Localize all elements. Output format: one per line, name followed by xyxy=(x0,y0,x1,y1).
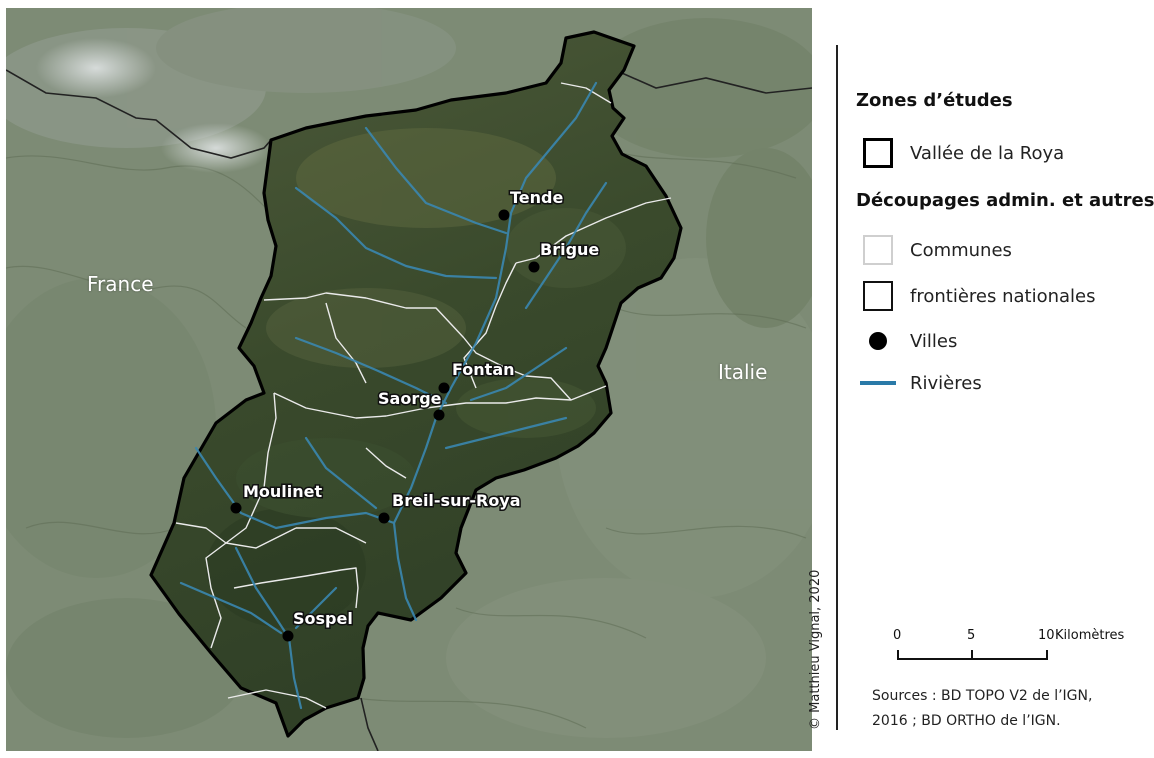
legend-section-zones: Zones d’études xyxy=(856,90,1013,111)
legend-label-vallee: Vallée de la Roya xyxy=(910,142,1065,164)
border-swatch xyxy=(856,281,900,311)
sources-line-1: Sources : BD TOPO V2 de l’IGN, xyxy=(872,688,1093,704)
country-label-italie: Italie xyxy=(718,360,768,384)
national-border xyxy=(6,65,812,751)
town-label-saorge: Saorge xyxy=(378,389,442,408)
town-label-fontan: Fontan xyxy=(452,360,515,379)
legend-label-frontieres: frontières nationales xyxy=(910,285,1096,307)
town-point-sospel[interactable] xyxy=(282,630,294,642)
scale-bar: 0 5 10 Kilomètres xyxy=(880,628,1124,668)
legend-label-rivieres: Rivières xyxy=(910,372,982,394)
town-point-moulinet[interactable] xyxy=(230,502,242,514)
scale-bar-lines xyxy=(897,650,1048,660)
commune-swatch xyxy=(856,235,900,265)
legend-item-rivieres: Rivières xyxy=(856,363,982,403)
scale-tick-0: 0 xyxy=(893,628,902,643)
town-labels: Tende Brigue Fontan Saorge Moulinet Brei… xyxy=(242,187,601,630)
legend-item-communes: Communes xyxy=(856,230,1012,270)
legend-section-admin: Découpages admin. et autres xyxy=(856,190,1154,211)
scale-unit: Kilomètres xyxy=(1055,628,1125,643)
legend-label-villes: Villes xyxy=(910,330,958,352)
sources-line-2: 2016 ; BD ORTHO de l’IGN. xyxy=(872,713,1061,729)
river-swatch xyxy=(856,381,900,385)
valley-outline-swatch xyxy=(856,138,900,168)
terrain-texture xyxy=(6,8,812,738)
town-point-tende[interactable] xyxy=(498,209,510,221)
legend-item-frontieres: frontières nationales xyxy=(856,276,1095,316)
town-point-brigue[interactable] xyxy=(528,261,540,273)
town-point-saorge[interactable] xyxy=(433,409,445,421)
town-point-fontan[interactable] xyxy=(438,382,450,394)
map-area[interactable]: Tende Brigue Fontan Saorge Moulinet Brei… xyxy=(6,8,812,751)
town-label-moulinet: Moulinet xyxy=(243,482,323,501)
map-canvas: Tende Brigue Fontan Saorge Moulinet Brei… xyxy=(6,8,812,751)
country-label-france: France xyxy=(87,272,154,296)
credit-text: © Matthieu Vignal, 2020 xyxy=(808,569,823,730)
rivers xyxy=(179,81,608,710)
town-points xyxy=(230,209,540,642)
legend-label-communes: Communes xyxy=(910,239,1012,261)
sources: Sources : BD TOPO V2 de l’IGN, 2016 ; BD… xyxy=(872,684,1092,734)
terrain-ridges xyxy=(6,147,807,729)
town-label-sospel: Sospel xyxy=(293,609,353,628)
scale-tick-5: 5 xyxy=(967,628,976,643)
legend-item-vallee: Vallée de la Roya xyxy=(856,133,1064,173)
town-point-breil-sur-roya[interactable] xyxy=(378,512,390,524)
town-label-tende: Tende xyxy=(510,188,563,207)
legend-item-villes: Villes xyxy=(856,321,957,361)
town-point-swatch xyxy=(856,332,900,350)
legend-separator xyxy=(836,45,838,730)
town-label-brigue: Brigue xyxy=(540,240,599,259)
scale-tick-10: 10 xyxy=(1038,628,1055,643)
town-label-breil-sur-roya: Breil-sur-Roya xyxy=(392,491,521,510)
